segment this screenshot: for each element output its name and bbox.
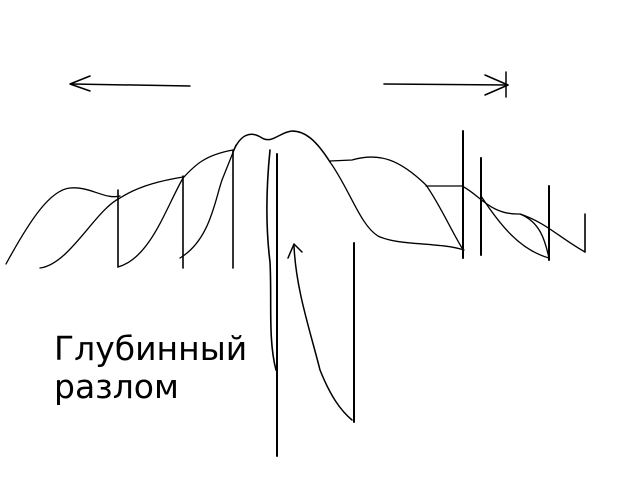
central-ridge [232, 130, 331, 163]
left-arrow [69, 75, 191, 92]
deep-fault-rising-arrow [293, 245, 353, 421]
right-fold-3 [425, 185, 550, 259]
caption-line-1: Глубинный [54, 329, 248, 368]
right-fold-5 [519, 213, 586, 253]
right-fold-4 [480, 195, 550, 259]
deep-fault-arrowhead [287, 243, 303, 259]
caption-line-2: разлом [54, 367, 179, 406]
left-fold-2 [39, 176, 184, 269]
fault-caption: Глубинный разлом [54, 330, 247, 406]
right-fold-2 [329, 156, 463, 249]
left-fold-3 [117, 149, 234, 268]
left-fold-4 [179, 144, 237, 259]
left-fold-1 [5, 187, 121, 265]
right-fold-1 [329, 161, 465, 251]
deep-fault-left [266, 149, 277, 371]
right-arrow [383, 71, 509, 98]
